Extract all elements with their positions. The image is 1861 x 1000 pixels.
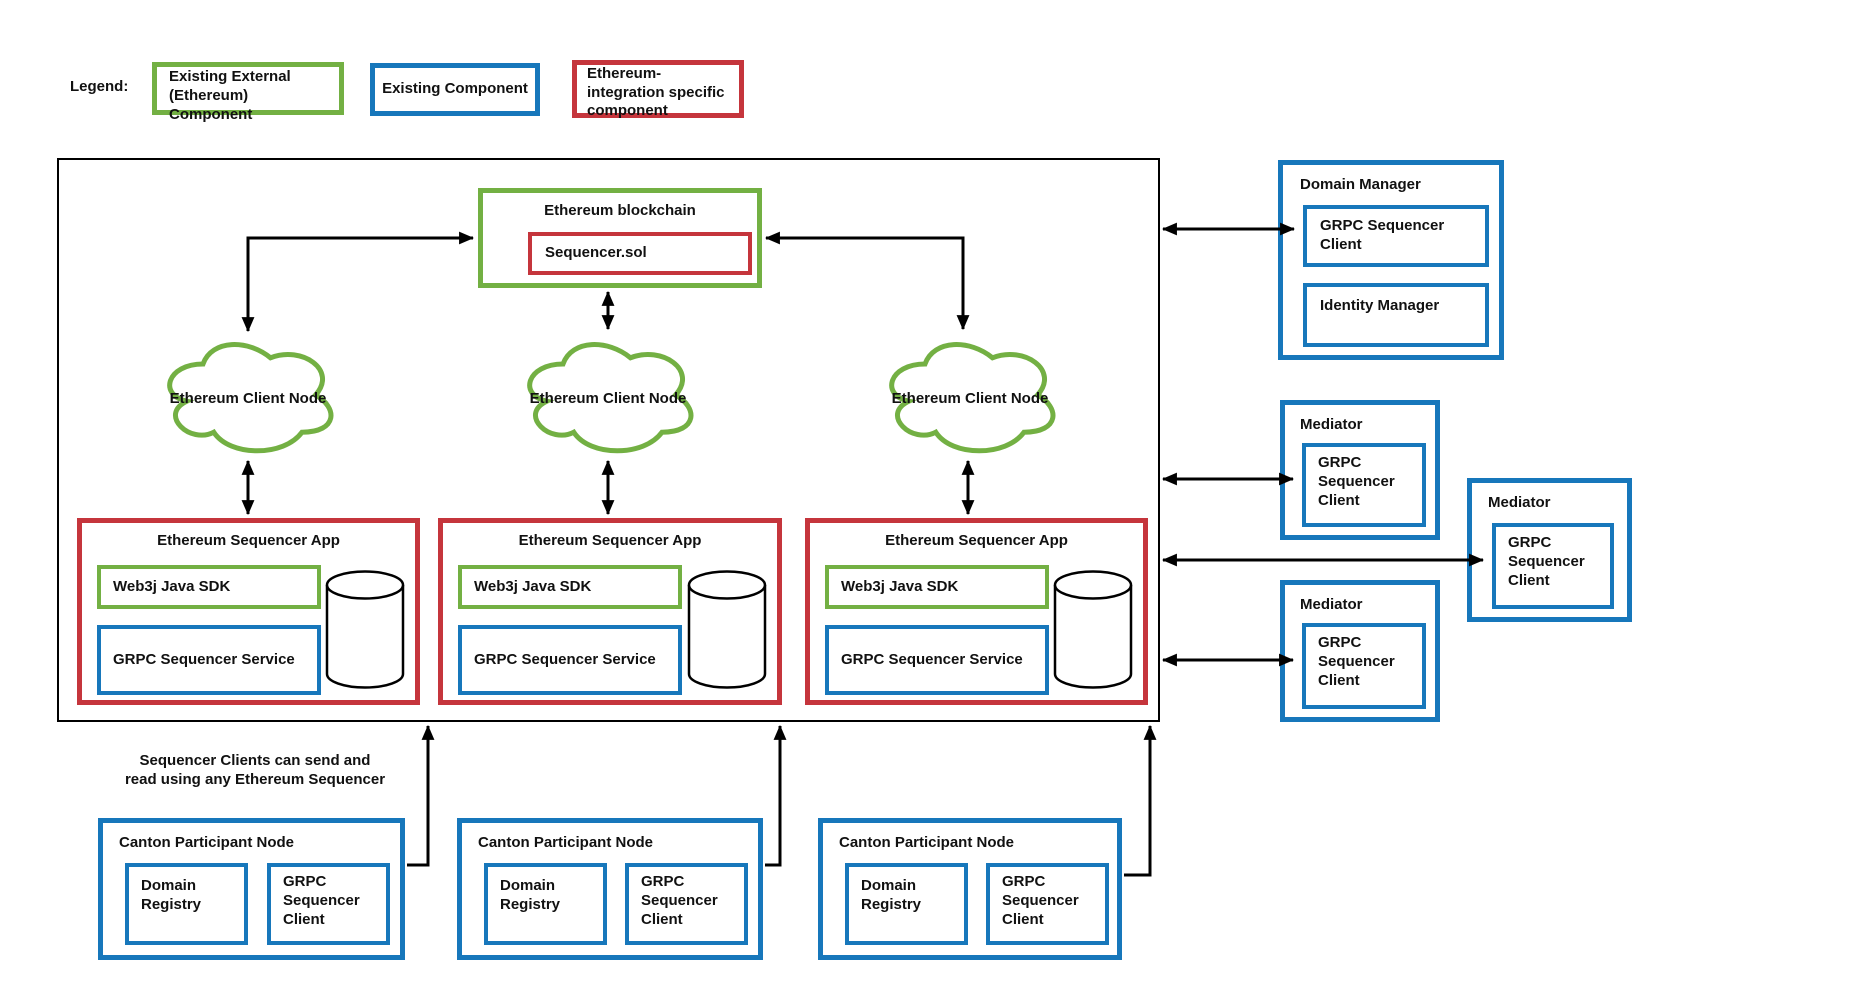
grpc-sequencer-service-label: GRPC Sequencer Service	[841, 650, 1023, 668]
grpc-sequencer-client-label: GRPC Sequencer Client	[1508, 534, 1585, 589]
web3j-sdk-box: Web3j Java SDK	[97, 565, 321, 609]
cloud-icon	[527, 342, 694, 454]
identity-manager-label: Identity Manager	[1320, 297, 1440, 314]
domain-registry-label: Domain Registry	[141, 877, 202, 913]
cloud-icon	[889, 342, 1056, 454]
grpc-sequencer-client-box: GRPC Sequencer Client	[1302, 623, 1426, 709]
database-cylinder-icon	[687, 570, 767, 690]
cloud-icon	[167, 342, 334, 454]
ethereum-sequencer-app-2: Ethereum Sequencer App Web3j Java SDK GR…	[438, 518, 782, 705]
ethereum-sequencer-app-3: Ethereum Sequencer App Web3j Java SDK GR…	[805, 518, 1148, 705]
web3j-sdk-box: Web3j Java SDK	[825, 565, 1049, 609]
grpc-sequencer-client-label: GRPC Sequencer Client	[283, 873, 360, 928]
grpc-sequencer-client-label: GRPC Sequencer Client	[641, 873, 718, 928]
ethereum-blockchain-title: Ethereum blockchain	[544, 202, 696, 219]
grpc-sequencer-client-box: GRPC Sequencer Client	[986, 863, 1109, 945]
web3j-sdk-label: Web3j Java SDK	[474, 577, 592, 595]
grpc-sequencer-service-box: GRPC Sequencer Service	[825, 625, 1049, 695]
sequencer-clients-note: Sequencer Clients can send and read usin…	[124, 752, 386, 788]
grpc-sequencer-service-box: GRPC Sequencer Service	[458, 625, 682, 695]
web3j-sdk-box: Web3j Java SDK	[458, 565, 682, 609]
legend-item-ethereum-specific: Ethereum-integration specific component	[572, 60, 744, 120]
canton-participant-node-1: Canton Participant Node Domain Registry …	[98, 818, 405, 960]
domain-manager-title: Domain Manager	[1300, 176, 1421, 193]
canton-participant-node-2: Canton Participant Node Domain Registry …	[457, 818, 763, 960]
grpc-sequencer-client-box: GRPC Sequencer Client	[267, 863, 390, 945]
grpc-sequencer-service-box: GRPC Sequencer Service	[97, 625, 321, 695]
grpc-sequencer-client-label: GRPC Sequencer Client	[1002, 873, 1079, 928]
mediator-box-1: Mediator GRPC Sequencer Client	[1280, 400, 1440, 540]
domain-registry-box: Domain Registry	[845, 863, 968, 945]
canton-node-title: Canton Participant Node	[119, 834, 295, 851]
sequencer-sol-box: Sequencer.sol	[528, 232, 752, 275]
domain-registry-label: Domain Registry	[861, 877, 922, 913]
grpc-sequencer-client-label: GRPC Sequencer Client	[1318, 634, 1395, 689]
identity-manager-box: Identity Manager	[1303, 283, 1489, 347]
connector-canton1-boundary	[407, 724, 435, 867]
grpc-sequencer-client-box: GRPC Sequencer Client	[625, 863, 748, 945]
cloud-label: Ethereum Client Node	[169, 389, 327, 407]
legend-item-label: Ethereum-integration specific component	[587, 64, 725, 120]
legend-item-label: Existing External (Ethereum) Component	[169, 68, 291, 123]
legend-item-label: Existing Component	[382, 80, 528, 98]
sequencer-app-title: Ethereum Sequencer App	[157, 532, 340, 549]
grpc-sequencer-client-box: GRPC Sequencer Client	[1303, 205, 1489, 267]
grpc-sequencer-client-box: GRPC Sequencer Client	[1302, 443, 1426, 527]
domain-registry-label: Domain Registry	[500, 877, 561, 913]
mediator-title: Mediator	[1488, 494, 1551, 511]
grpc-sequencer-service-label: GRPC Sequencer Service	[113, 650, 295, 668]
legend-item-existing-external: Existing External (Ethereum) Component	[152, 62, 344, 123]
domain-registry-box: Domain Registry	[125, 863, 248, 945]
mediator-box-2: Mediator GRPC Sequencer Client	[1467, 478, 1632, 622]
system-boundary-box	[57, 158, 1160, 722]
cloud-label: Ethereum Client Node	[891, 389, 1049, 407]
legend-item-existing-component: Existing Component	[370, 63, 540, 116]
cloud-label: Ethereum Client Node	[529, 389, 687, 407]
connector-canton3-boundary	[1124, 724, 1157, 877]
canton-node-title: Canton Participant Node	[839, 834, 1015, 851]
mediator-title: Mediator	[1300, 416, 1363, 433]
legend-label: Legend:	[70, 78, 129, 95]
web3j-sdk-label: Web3j Java SDK	[113, 577, 231, 595]
domain-registry-box: Domain Registry	[484, 863, 607, 945]
sequencer-sol-label: Sequencer.sol	[545, 244, 647, 262]
ethereum-client-node-cloud-1: Ethereum Client Node	[158, 333, 338, 457]
ethereum-blockchain-box: Ethereum blockchain Sequencer.sol	[478, 188, 762, 288]
sequencer-app-title: Ethereum Sequencer App	[885, 532, 1068, 549]
grpc-sequencer-service-label: GRPC Sequencer Service	[474, 650, 656, 668]
grpc-sequencer-client-label: GRPC Sequencer Client	[1320, 217, 1445, 253]
cloud-shape	[167, 342, 334, 454]
ethereum-client-node-cloud-2: Ethereum Client Node	[518, 333, 698, 457]
web3j-sdk-label: Web3j Java SDK	[841, 577, 959, 595]
database-cylinder-icon	[325, 570, 405, 690]
cloud-shape	[889, 342, 1056, 454]
mediator-title: Mediator	[1300, 596, 1363, 613]
grpc-sequencer-client-box: GRPC Sequencer Client	[1492, 523, 1614, 609]
canton-node-title: Canton Participant Node	[478, 834, 654, 851]
grpc-sequencer-client-label: GRPC Sequencer Client	[1318, 454, 1395, 509]
canton-participant-node-3: Canton Participant Node Domain Registry …	[818, 818, 1122, 960]
ethereum-sequencer-app-1: Ethereum Sequencer App Web3j Java SDK GR…	[77, 518, 420, 705]
cloud-shape	[527, 342, 694, 454]
mediator-box-3: Mediator GRPC Sequencer Client	[1280, 580, 1440, 722]
domain-manager-box: Domain Manager GRPC Sequencer Client Ide…	[1278, 160, 1504, 360]
connector-canton2-boundary	[765, 724, 787, 867]
database-cylinder-icon	[1053, 570, 1133, 690]
sequencer-app-title: Ethereum Sequencer App	[518, 532, 702, 549]
ethereum-client-node-cloud-3: Ethereum Client Node	[880, 333, 1060, 457]
